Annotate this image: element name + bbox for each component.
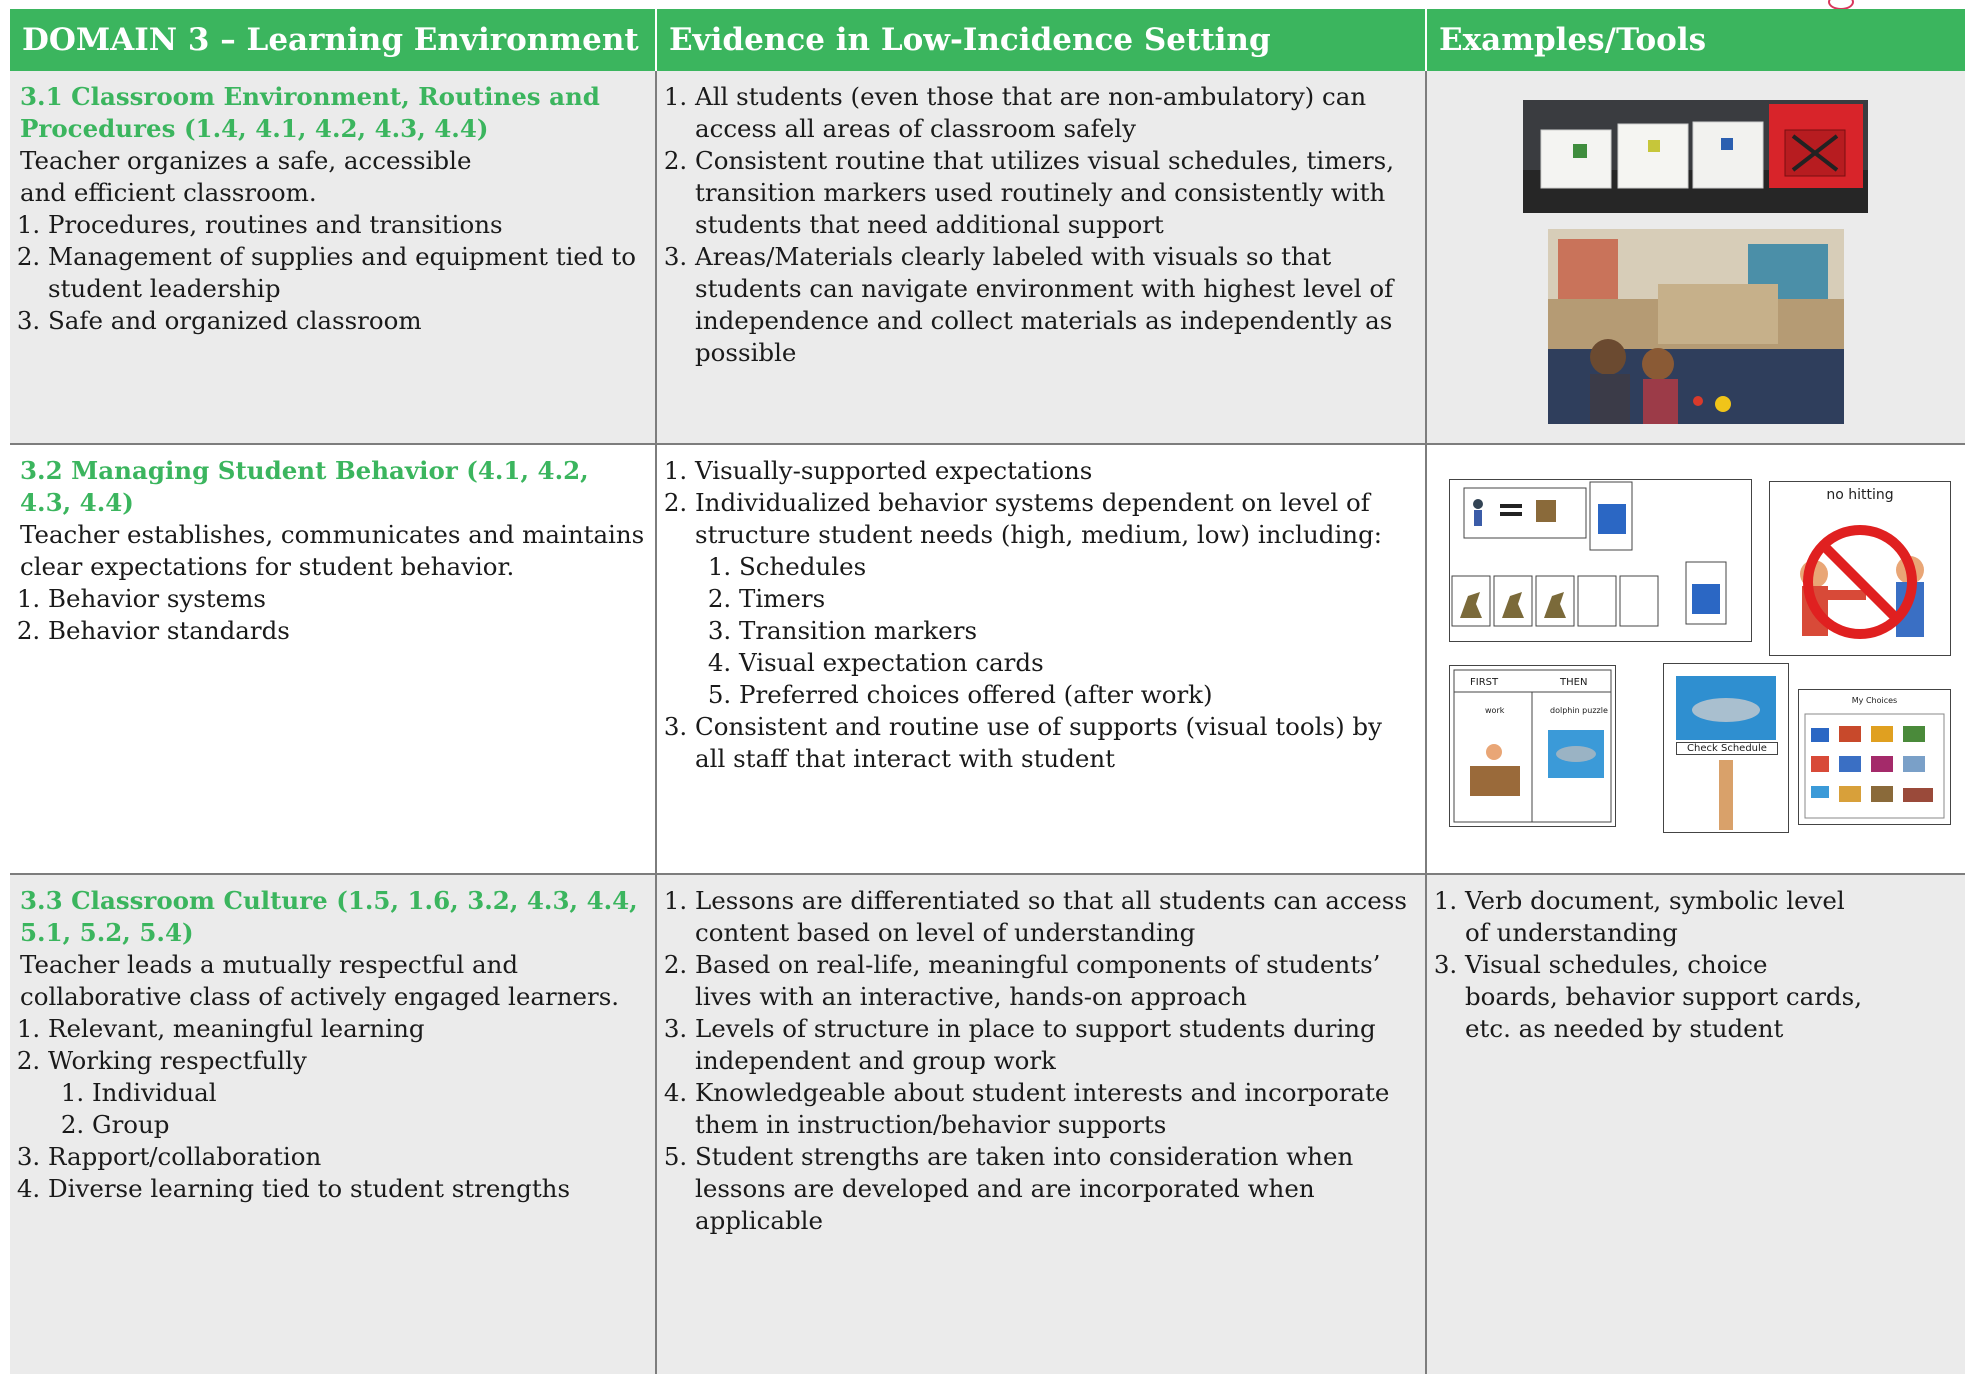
evidence-list: Lessons are differentiated so that all s…	[667, 885, 1415, 1237]
domain-cell: 3.1 Classroom Environment, Routines and …	[10, 71, 657, 445]
list-item: Behavior standards	[48, 615, 645, 647]
list-item: Safe and organized classroom	[48, 305, 645, 337]
work-label: work	[1485, 706, 1505, 715]
evidence-cell: Lessons are differentiated so that all s…	[656, 874, 1427, 1374]
first-label: FIRST	[1470, 677, 1499, 688]
section-title: 3.3 Classroom Culture (1.5, 1.6, 3.2, 4.…	[20, 886, 638, 947]
header-domain: DOMAIN 3 – Learning Environment	[10, 9, 657, 71]
sub-list-item: Preferred choices offered (after work)	[739, 679, 1415, 711]
sub-list: Individual Group	[48, 1077, 645, 1141]
sub-list-item: Group	[92, 1109, 645, 1141]
component-list: Procedures, routines and transitions Man…	[20, 209, 645, 337]
dolphin-puzzle-label: dolphin puzzle	[1550, 706, 1608, 715]
list-item-text: Individualized behavior systems dependen…	[695, 488, 1383, 549]
list-item: Levels of structure in place to support …	[695, 1013, 1415, 1077]
list-item: Working respectfully Individual Group	[48, 1045, 645, 1141]
sub-list-item: Transition markers	[739, 615, 1415, 647]
list-item: Consistent and routine use of supports (…	[695, 711, 1415, 775]
list-item: Student strengths are taken into conside…	[695, 1141, 1415, 1237]
examples-list: Verb document, symbolic level of underst…	[1437, 885, 1955, 1045]
evidence-list: Visually-supported expectations Individu…	[667, 455, 1415, 775]
list-item: Individualized behavior systems dependen…	[695, 487, 1415, 711]
sub-list: Schedules Timers Transition markers Visu…	[695, 551, 1415, 711]
work-reward-board	[1449, 479, 1752, 642]
list-item: Procedures, routines and transitions	[48, 209, 645, 241]
sub-list-item: Visual expectation cards	[739, 647, 1415, 679]
list-item: All students (even those that are non-am…	[695, 81, 1415, 145]
logo-icon	[1828, 0, 1854, 9]
list-item: Visual schedules, choice boards, behavio…	[1465, 949, 1865, 1045]
component-list: Relevant, meaningful learning Working re…	[20, 1013, 645, 1205]
cropped-header-text	[500, 0, 620, 9]
list-item: Based on real-life, meaningful component…	[695, 949, 1415, 1013]
check-schedule-label: Check Schedule	[1676, 742, 1778, 755]
list-item: Knowledgeable about student interests an…	[695, 1077, 1415, 1141]
no-hitting-card: no hitting	[1769, 481, 1951, 656]
card-label: no hitting	[1826, 487, 1894, 503]
component-list: Behavior systems Behavior standards	[20, 583, 645, 647]
list-item: Consistent routine that utilizes visual …	[695, 145, 1415, 241]
list-item: Lessons are differentiated so that all s…	[695, 885, 1415, 949]
then-label: THEN	[1560, 677, 1588, 688]
list-item-text: Working respectfully	[48, 1046, 307, 1075]
cropped-page-header	[0, 0, 1965, 9]
sub-list-item: Individual	[92, 1077, 645, 1109]
rubric-table: DOMAIN 3 – Learning Environment Evidence…	[10, 9, 1965, 1374]
list-item: Relevant, meaningful learning	[48, 1013, 645, 1045]
section-description: Teacher establishes, communicates and ma…	[20, 520, 645, 581]
header-evidence: Evidence in Low-Incidence Setting	[656, 9, 1427, 71]
sub-list-item: Timers	[739, 583, 1415, 615]
table-row: 3.1 Classroom Environment, Routines and …	[10, 71, 1965, 445]
list-item: Areas/Materials clearly labeled with vis…	[695, 241, 1415, 369]
my-choices-board: My Choices	[1798, 689, 1951, 825]
section-description: Teacher organizes a safe, accessible and…	[20, 146, 472, 207]
list-item: Behavior systems	[48, 583, 645, 615]
section-title: 3.2 Managing Student Behavior (4.1, 4.2,…	[20, 456, 589, 517]
header-examples: Examples/Tools	[1426, 9, 1965, 71]
classroom-photo	[1548, 229, 1844, 424]
domain-cell: 3.3 Classroom Culture (1.5, 1.6, 3.2, 4.…	[10, 874, 657, 1374]
evidence-list: All students (even those that are non-am…	[667, 81, 1415, 369]
header-row: DOMAIN 3 – Learning Environment Evidence…	[10, 9, 1965, 71]
list-item: Visually-supported expectations	[695, 455, 1415, 487]
list-item: Management of supplies and equipment tie…	[48, 241, 645, 305]
section-title: 3.1 Classroom Environment, Routines and …	[20, 82, 600, 143]
domain-cell: 3.2 Managing Student Behavior (4.1, 4.2,…	[10, 444, 657, 875]
sub-list-item: Schedules	[739, 551, 1415, 583]
evidence-cell: Visually-supported expectations Individu…	[656, 444, 1427, 875]
table-row: 3.3 Classroom Culture (1.5, 1.6, 3.2, 4.…	[10, 874, 1965, 1374]
list-item: Verb document, symbolic level of underst…	[1465, 885, 1855, 949]
list-item: Diverse learning tied to student strengt…	[48, 1173, 645, 1205]
list-item: Rapport/collaboration	[48, 1141, 645, 1173]
evidence-cell: All students (even those that are non-am…	[656, 71, 1427, 445]
first-then-board: FIRST THEN work dolphin puzzle	[1449, 665, 1616, 827]
examples-cell: Verb document, symbolic level of underst…	[1426, 874, 1965, 1374]
bins-photo	[1523, 100, 1868, 213]
section-description: Teacher leads a mutually respectful and …	[20, 950, 620, 1011]
my-choices-label: My Choices	[1851, 696, 1898, 705]
check-schedule-card: Check Schedule	[1663, 663, 1789, 833]
